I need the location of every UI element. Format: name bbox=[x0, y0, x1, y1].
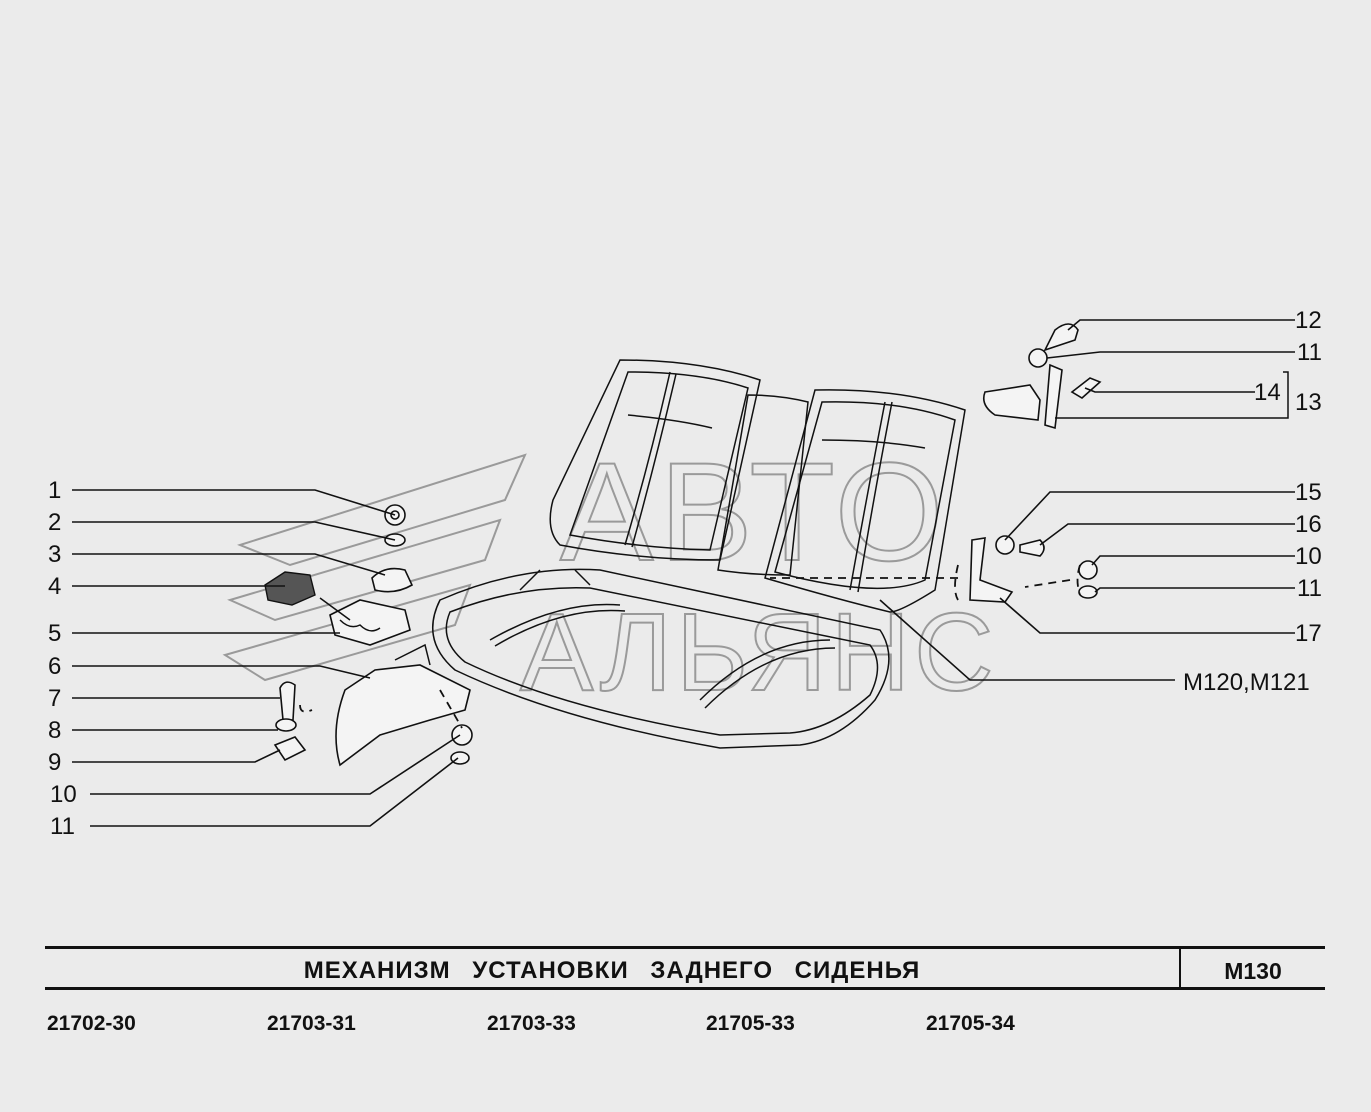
callout-10-left: 10 bbox=[50, 781, 77, 808]
callout-8: 8 bbox=[48, 717, 61, 744]
callout-15: 15 bbox=[1295, 479, 1322, 506]
bracket-part-4 bbox=[264, 571, 316, 606]
washer-part-11-top bbox=[1028, 348, 1048, 368]
callout-labels: 1 2 3 4 5 6 7 8 9 10 11 12 11 14 13 15 1… bbox=[48, 307, 1322, 840]
model-code: 21703-33 bbox=[487, 1012, 576, 1035]
model-code: 21705-34 bbox=[926, 1012, 1015, 1035]
seat-backrest-left bbox=[549, 359, 761, 561]
callout-7: 7 bbox=[48, 685, 61, 712]
rear-seat-drawing bbox=[432, 359, 966, 749]
washer-part-15 bbox=[995, 535, 1015, 555]
callout-reference: M120,M121 bbox=[1183, 669, 1310, 696]
watermark-emblem bbox=[222, 453, 527, 682]
watermark-line2: АЛЬЯНС bbox=[520, 591, 998, 714]
callout-6: 6 bbox=[48, 653, 61, 680]
seat-backrest-middle bbox=[717, 394, 809, 576]
washer-part-11-left bbox=[450, 751, 470, 765]
model-list: 21702-30 21703-31 21703-33 21705-33 2170… bbox=[47, 1012, 1247, 1042]
nut-part-10-left bbox=[451, 724, 473, 746]
callout-3: 3 bbox=[48, 541, 61, 568]
model-code: 21705-33 bbox=[706, 1012, 795, 1035]
callout-5: 5 bbox=[48, 620, 61, 647]
cover-part-6 bbox=[335, 664, 471, 767]
bolt-part-12 bbox=[1043, 323, 1079, 352]
washer-part-11-right bbox=[1078, 585, 1098, 599]
callout-11-right: 11 bbox=[1297, 575, 1322, 602]
right-hinge-assembly bbox=[770, 323, 1289, 603]
latch-part-13 bbox=[982, 384, 1041, 421]
callout-2: 2 bbox=[48, 509, 61, 536]
callout-14: 14 bbox=[1254, 379, 1281, 406]
parts-diagram: АВТО АЛЬЯНС bbox=[48, 307, 1322, 840]
callout-16: 16 bbox=[1295, 511, 1322, 538]
title-bar: МЕХАНИЗМ УСТАНОВКИ ЗАДНЕГО СИДЕНЬЯ M130 bbox=[45, 946, 1325, 990]
model-code: 21703-31 bbox=[267, 1012, 356, 1035]
watermark: АВТО АЛЬЯНС bbox=[222, 432, 998, 715]
watermark-line1: АВТО bbox=[560, 433, 950, 590]
title-divider bbox=[1179, 949, 1181, 987]
bolt-part-7 bbox=[279, 681, 296, 721]
seat-cushion bbox=[432, 568, 890, 749]
leader-lines bbox=[72, 319, 1295, 827]
callout-10-right: 10 bbox=[1295, 543, 1322, 570]
strap-part-13 bbox=[1044, 363, 1063, 430]
callout-11-top: 11 bbox=[1297, 339, 1322, 366]
clip-part-9 bbox=[273, 736, 307, 762]
page-code: M130 bbox=[1224, 958, 1282, 984]
callout-9: 9 bbox=[48, 749, 61, 776]
diagram-title: МЕХАНИЗМ УСТАНОВКИ ЗАДНЕГО СИДЕНЬЯ bbox=[303, 957, 921, 984]
arm-part-17 bbox=[969, 537, 1014, 603]
model-code: 21702-30 bbox=[47, 1012, 136, 1035]
callout-4: 4 bbox=[48, 573, 61, 600]
callout-1: 1 bbox=[48, 477, 61, 504]
bolt-part-16 bbox=[1019, 539, 1045, 557]
left-hinge-assembly bbox=[264, 504, 473, 767]
nut-part-10-right bbox=[1078, 560, 1098, 580]
seat-backrest-right bbox=[764, 389, 966, 613]
callout-13: 13 bbox=[1295, 389, 1322, 416]
callout-17: 17 bbox=[1295, 620, 1322, 647]
washer-part-8 bbox=[275, 718, 297, 732]
hinge-part-5 bbox=[329, 599, 411, 646]
callout-11-left: 11 bbox=[50, 813, 75, 840]
callout-12: 12 bbox=[1295, 307, 1322, 334]
